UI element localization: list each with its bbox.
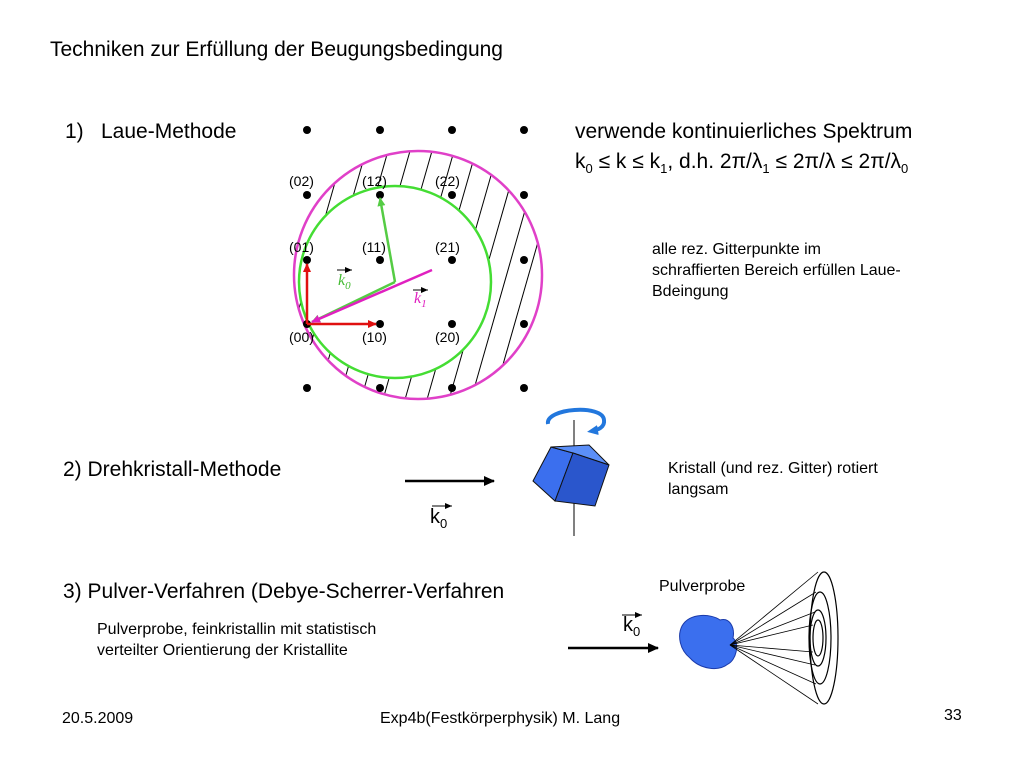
k0-label: k0 [338,272,351,293]
footer-date: 20.5.2009 [62,710,134,727]
k0-label-2: k0 [430,506,448,531]
page-number: 33 [944,707,962,724]
lattice-label-12: (12) [362,173,387,189]
pulverprobe-label: Pulverprobe [659,578,746,595]
k0-label-3: k0 [623,614,641,639]
lattice-label-01: (01) [289,239,314,255]
footer-course: Exp4b(Festkörperphysik) M. Lang [380,710,621,727]
reciprocal-lattice-points [303,126,528,392]
k0-ewald-circle [297,184,493,380]
k1-vector [311,268,433,324]
laue-note: alle rez. Gitterpunkte im schraffierten … [652,241,901,300]
spectrum-line-2: k0 ≤ k ≤ k1, d.h. 2π/λ1 ≤ 2π/λ ≤ 2π/λ0 [575,150,909,177]
slide-title: Techniken zur Erfüllung der Beugungsbedi… [50,38,503,61]
laue-number: 1) [65,120,84,143]
pulver-heading: 3) Pulver-Verfahren (Debye-Scherrer-Verf… [63,580,505,603]
laue-heading: 1) Laue-Methode [65,120,236,144]
pulver-note: Pulverprobe, feinkristallin mit statisti… [97,621,377,659]
lattice-label-21: (21) [435,239,460,255]
lattice-label-02: (02) [289,173,314,189]
spectrum-line-1: verwende kontinuierliches Spektrum [575,120,913,143]
powder-sample-icon [679,615,738,670]
crystal-cube-icon [532,444,610,507]
laue-heading-text: Laue-Methode [101,120,237,143]
k-scattered-vector [377,197,397,283]
drehkristall-heading: 2) Drehkristall-Methode [63,458,282,481]
drehkristall-note: Kristall (und rez. Gitter) rotiert langs… [668,460,878,498]
hatched-region [249,59,657,481]
diffraction-cones [729,571,819,705]
k1-ewald-circle [292,149,544,401]
lattice-label-11: (11) [362,239,386,255]
lattice-label-20: (20) [435,329,460,345]
debye-scherrer-rings [808,571,839,705]
lattice-label-22: (22) [435,173,460,189]
rotation-arrow-icon [546,407,607,435]
lattice-label-10: (10) [362,329,387,345]
k1-label: k1 [414,290,427,311]
lattice-label-00: (00) [289,329,314,345]
